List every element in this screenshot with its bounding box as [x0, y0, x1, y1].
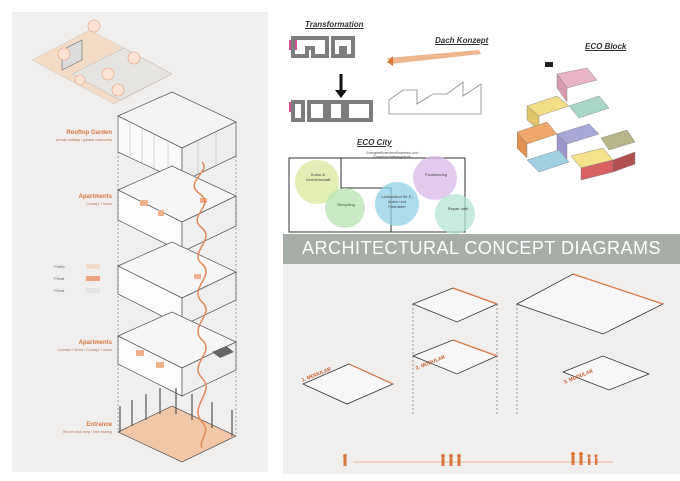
eco-city-subtitle: Energieeffizienzmaßnahmen und Gemeinscha… — [366, 151, 418, 159]
dach-konzept-diagram — [387, 50, 482, 115]
sublabel-apartments-upper: Concept + terms — [86, 202, 112, 206]
legend-swatch-privat-1 — [86, 276, 100, 281]
dach-konzept-title: Dach Konzept — [435, 36, 489, 45]
legend-privat-2: Privat — [54, 288, 65, 293]
modular-drawings — [302, 273, 665, 466]
label-apartments-lower: Apartments — [78, 340, 112, 346]
eco-block-title: ECO Block — [585, 42, 627, 51]
transformation-diagram — [289, 36, 373, 122]
concept-diagrams-panel: Transformation Dach Konzept ECO Block EC… — [283, 12, 668, 234]
sublabel-rooftop-garden: private rooftops / garden community — [56, 138, 112, 142]
eco-city-circle-ladestation: Ladestation für E-Autos und Fahrräder — [381, 194, 413, 209]
eco-city-circle-repair: Repair café — [447, 206, 469, 211]
eco-block-diagram — [517, 62, 636, 181]
legend-public: Public — [54, 264, 65, 269]
eco-city-circle-kultur: Kultur & Gemeinschaft — [305, 172, 331, 182]
sublabel-apartments-lower: Concept + terms / Concept + terms — [57, 348, 112, 352]
label-rooftop-garden: Rooftop Garden — [66, 130, 112, 136]
modular-panel: 1. MODULAR 2. MODULAR 3. MODULAR — [283, 264, 680, 474]
legend-swatch-privat-2 — [86, 288, 100, 293]
label-entrance: Entrance — [86, 422, 112, 428]
transformation-title: Transformation — [305, 20, 364, 29]
eco-city-title: ECO City — [357, 138, 392, 147]
sublabel-entrance: lift core and ramp / bike sharing — [63, 430, 112, 434]
eco-city-diagram — [288, 156, 475, 234]
banner-title: ARCHITECTURAL CONCEPT DIAGRAMS — [301, 238, 662, 258]
label-apartments-upper: Apartments — [78, 194, 112, 200]
eco-city-circle-recycling: Recycling — [337, 202, 355, 207]
eco-city-circle-foodsharing: Foodsharing — [424, 172, 448, 177]
title-banner: ARCHITECTURAL CONCEPT DIAGRAMS — [283, 234, 680, 264]
axonometric-panel: Rooftop Garden private rooftops / garden… — [12, 12, 268, 472]
exploded-axonometric-drawing — [31, 19, 237, 463]
legend-privat-1: Privat — [54, 276, 65, 281]
legend-swatch-public — [86, 264, 100, 269]
